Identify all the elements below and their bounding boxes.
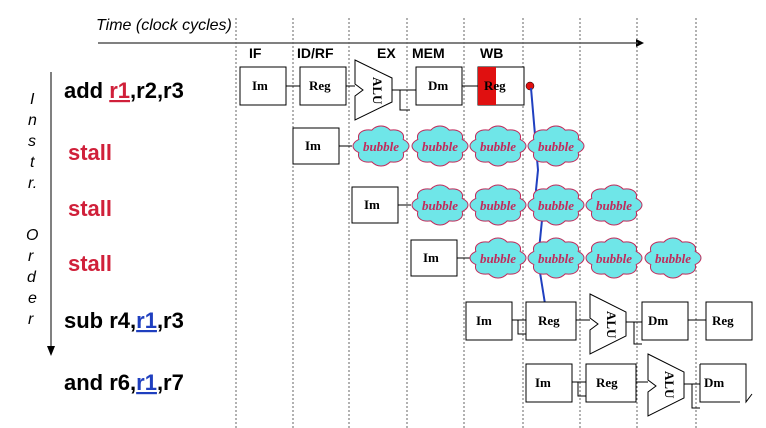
svg-text:Im: Im (476, 313, 492, 328)
stage-header-wb: WB (480, 45, 503, 61)
order-arrow-head (47, 346, 55, 356)
instr-stall-1: stall (68, 140, 112, 165)
bubble-cloud (585, 184, 643, 226)
svg-text:Im: Im (535, 375, 551, 390)
svg-text:r.: r. (28, 175, 37, 192)
bubble-label: bubble (596, 251, 632, 266)
bubbles: bubble bubble bubble bubble bubble bubble bubb… (352, 125, 702, 279)
svg-text:Reg: Reg (309, 78, 331, 93)
row-stall-2: Im (351, 186, 411, 224)
svg-text:Dm: Dm (428, 78, 448, 93)
time-label: Time (clock cycles) (96, 17, 232, 34)
bubble-cloud (644, 237, 702, 279)
svg-text:ALU: ALU (662, 371, 677, 399)
svg-text:s: s (28, 133, 36, 150)
svg-text:ALU: ALU (604, 311, 619, 339)
bubble-cloud (527, 237, 585, 279)
bubble-cloud (585, 237, 643, 279)
dm-box (415, 66, 463, 106)
bubble-label: bubble (480, 139, 516, 154)
svg-text:e: e (28, 290, 37, 307)
svg-text:Reg: Reg (596, 375, 618, 390)
svg-text:Reg: Reg (538, 313, 560, 328)
stage-header-if: IF (249, 45, 262, 61)
svg-text:Dm: Dm (648, 313, 668, 328)
svg-text:ALU: ALU (370, 77, 385, 105)
svg-text:d: d (27, 269, 37, 286)
bubble-label: bubble (655, 251, 691, 266)
bubble-label: bubble (538, 198, 574, 213)
bubble-cloud (469, 184, 527, 226)
bubble-cloud (352, 125, 410, 167)
time-arrow-head (636, 39, 644, 47)
stage-header-idrf: ID/RF (297, 45, 334, 61)
wb-write-highlight (478, 67, 496, 105)
svg-text:Im: Im (252, 78, 268, 93)
row-add-pipeline: Im Reg ALU Dm Reg (239, 59, 535, 121)
bubble-label: bubble (422, 139, 458, 154)
bubble-cloud (469, 125, 527, 167)
write-point (525, 81, 535, 91)
instr-and: and r6,r1,r7 (64, 370, 184, 395)
bubble-label: bubble (480, 251, 516, 266)
instr-stall-3: stall (68, 251, 112, 276)
stage-header-mem: MEM (412, 45, 445, 61)
bubble-label: bubble (480, 198, 516, 213)
svg-text:Im: Im (364, 197, 380, 212)
reg-box (299, 66, 347, 106)
row-stall-3: Im (410, 239, 470, 277)
svg-text:n: n (28, 112, 37, 129)
instr-stall-2: stall (68, 196, 112, 221)
svg-text:Reg: Reg (484, 78, 506, 93)
svg-text:Reg: Reg (712, 313, 734, 328)
bubble-label: bubble (363, 139, 399, 154)
svg-text:Dm: Dm (704, 375, 724, 390)
bubble-cloud (527, 184, 585, 226)
svg-text:O: O (26, 227, 38, 244)
bubble-label: bubble (596, 198, 632, 213)
stage-header-ex: EX (377, 45, 396, 61)
svg-text:Im: Im (305, 138, 321, 153)
instr-sub: sub r4,r1,r3 (64, 308, 184, 333)
alu-shape (354, 59, 393, 121)
bubble-label: bubble (538, 251, 574, 266)
bubble-cloud (527, 125, 585, 167)
row-sub-pipeline: Im Reg ALU Dm Reg (465, 293, 753, 355)
bubble-label: bubble (538, 139, 574, 154)
bubble-cloud (469, 237, 527, 279)
instr-add: add r1,r2,r3 (64, 78, 184, 103)
bubble-label: bubble (422, 198, 458, 213)
svg-text:Im: Im (423, 250, 439, 265)
svg-text:I: I (30, 91, 35, 108)
svg-text:t: t (30, 154, 35, 171)
svg-text:r: r (28, 311, 34, 328)
im-box (239, 66, 287, 106)
row-stall-1: Im (292, 127, 352, 165)
instr-order-label: I n s t r. O r d e r (26, 91, 38, 328)
row-and-pipeline: Im Reg ALU Dm (525, 353, 753, 417)
svg-text:r: r (28, 248, 34, 265)
bubble-cloud (411, 125, 469, 167)
bubble-cloud (411, 184, 469, 226)
